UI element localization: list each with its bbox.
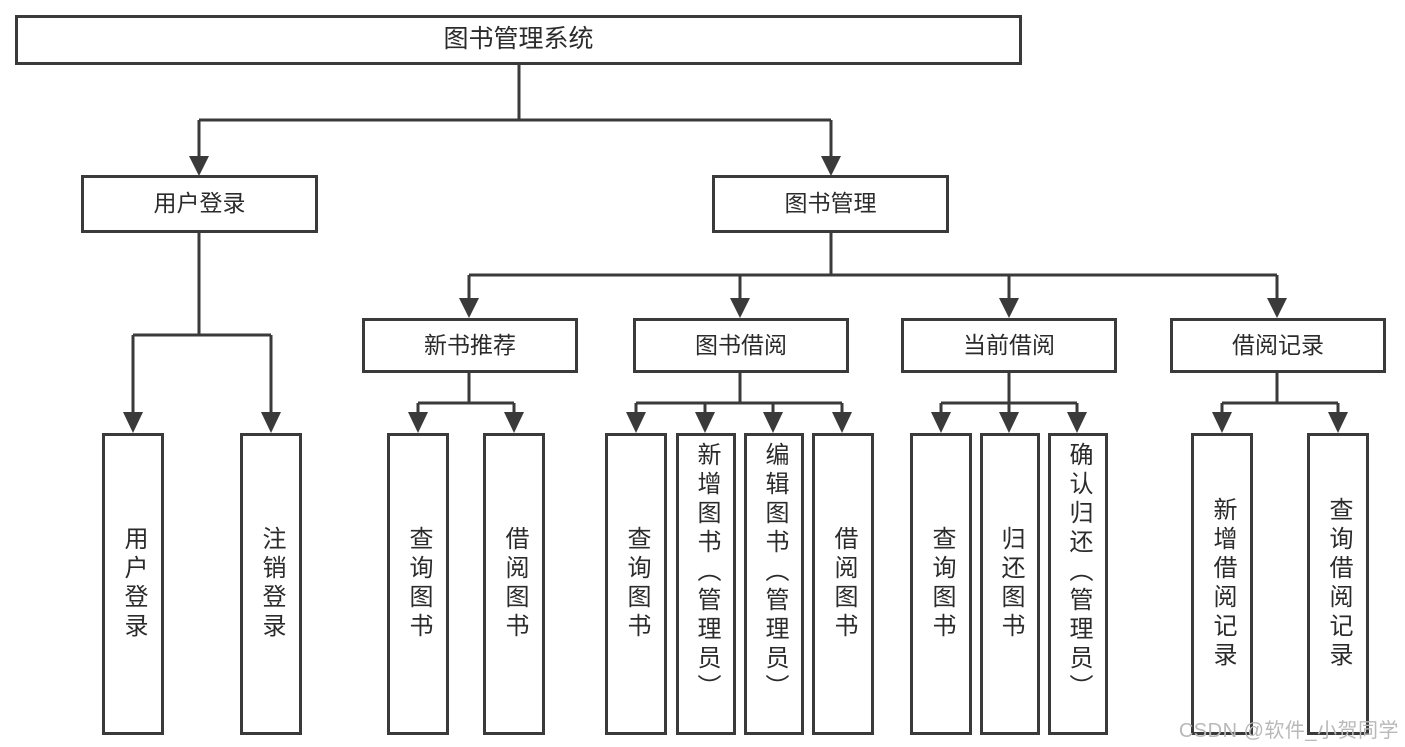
- edge-root-to-level2: [189, 65, 841, 176]
- node-leaf-borrow-book[interactable]: 借阅图书: [812, 433, 874, 735]
- node-leaf-query-record-label: 查询借阅记录: [1325, 497, 1352, 671]
- node-user-login-label: 用户登录: [153, 190, 246, 217]
- node-leaf-add-book-label: 新增图书（管理员）: [693, 442, 720, 703]
- node-leaf-user-logout[interactable]: 注销登录: [240, 433, 302, 735]
- node-book-borrow[interactable]: 图书借阅: [633, 318, 849, 373]
- node-leaf-user-logout-label: 注销登录: [258, 526, 285, 642]
- node-leaf-borrow-book-label: 借阅图书: [830, 526, 857, 642]
- node-book-manage[interactable]: 图书管理: [712, 175, 949, 233]
- node-leaf-query-book-current[interactable]: 查询图书: [910, 433, 972, 735]
- node-borrow-record[interactable]: 借阅记录: [1170, 318, 1386, 373]
- node-leaf-edit-book-label: 编辑图书（管理员）: [761, 442, 788, 703]
- node-leaf-query-book-rec[interactable]: 查询图书: [387, 433, 449, 735]
- edge-currentborrow-to-leaves: [931, 373, 1087, 433]
- node-leaf-borrow-book-rec-label: 借阅图书: [501, 526, 528, 642]
- edge-newbook-to-leaves: [408, 373, 524, 433]
- edge-bookborrow-to-leaves: [626, 373, 852, 433]
- node-leaf-query-book-borrow[interactable]: 查询图书: [605, 433, 667, 735]
- node-current-borrow[interactable]: 当前借阅: [901, 318, 1117, 373]
- node-leaf-query-book-rec-label: 查询图书: [405, 526, 432, 642]
- node-book-borrow-label: 图书借阅: [695, 331, 787, 358]
- node-leaf-add-book[interactable]: 新增图书（管理员）: [676, 433, 736, 735]
- csdn-watermark: CSDN @软件_小贺同学: [1178, 720, 1399, 742]
- node-current-borrow-label: 当前借阅: [963, 331, 1055, 358]
- node-user-login[interactable]: 用户登录: [81, 175, 318, 233]
- node-new-book-rec[interactable]: 新书推荐: [362, 318, 578, 373]
- edge-bookmanage-to-level3: [459, 233, 1287, 318]
- node-leaf-return-book[interactable]: 归还图书: [980, 433, 1040, 735]
- node-leaf-query-record[interactable]: 查询借阅记录: [1307, 433, 1369, 735]
- node-leaf-borrow-book-rec[interactable]: 借阅图书: [483, 433, 545, 735]
- node-root-label: 图书管理系统: [443, 25, 594, 54]
- node-leaf-user-login-label: 用户登录: [120, 526, 147, 642]
- edge-userlogin-to-leaves: [123, 233, 281, 433]
- node-leaf-confirm-return-label: 确认归还（管理员）: [1065, 442, 1092, 703]
- node-leaf-confirm-return[interactable]: 确认归还（管理员）: [1048, 433, 1108, 735]
- edge-borrowrecord-to-leaves: [1212, 373, 1348, 433]
- node-book-manage-label: 图书管理: [784, 190, 877, 217]
- node-new-book-rec-label: 新书推荐: [424, 331, 516, 358]
- node-borrow-record-label: 借阅记录: [1232, 331, 1324, 358]
- node-leaf-query-book-current-label: 查询图书: [928, 526, 955, 642]
- node-leaf-edit-book[interactable]: 编辑图书（管理员）: [744, 433, 804, 735]
- node-leaf-return-book-label: 归还图书: [997, 526, 1024, 642]
- node-leaf-user-login[interactable]: 用户登录: [102, 433, 164, 735]
- node-leaf-add-record[interactable]: 新增借阅记录: [1191, 433, 1253, 735]
- node-root[interactable]: 图书管理系统: [15, 15, 1022, 65]
- node-leaf-query-book-borrow-label: 查询图书: [623, 526, 650, 642]
- node-leaf-add-record-label: 新增借阅记录: [1209, 497, 1236, 671]
